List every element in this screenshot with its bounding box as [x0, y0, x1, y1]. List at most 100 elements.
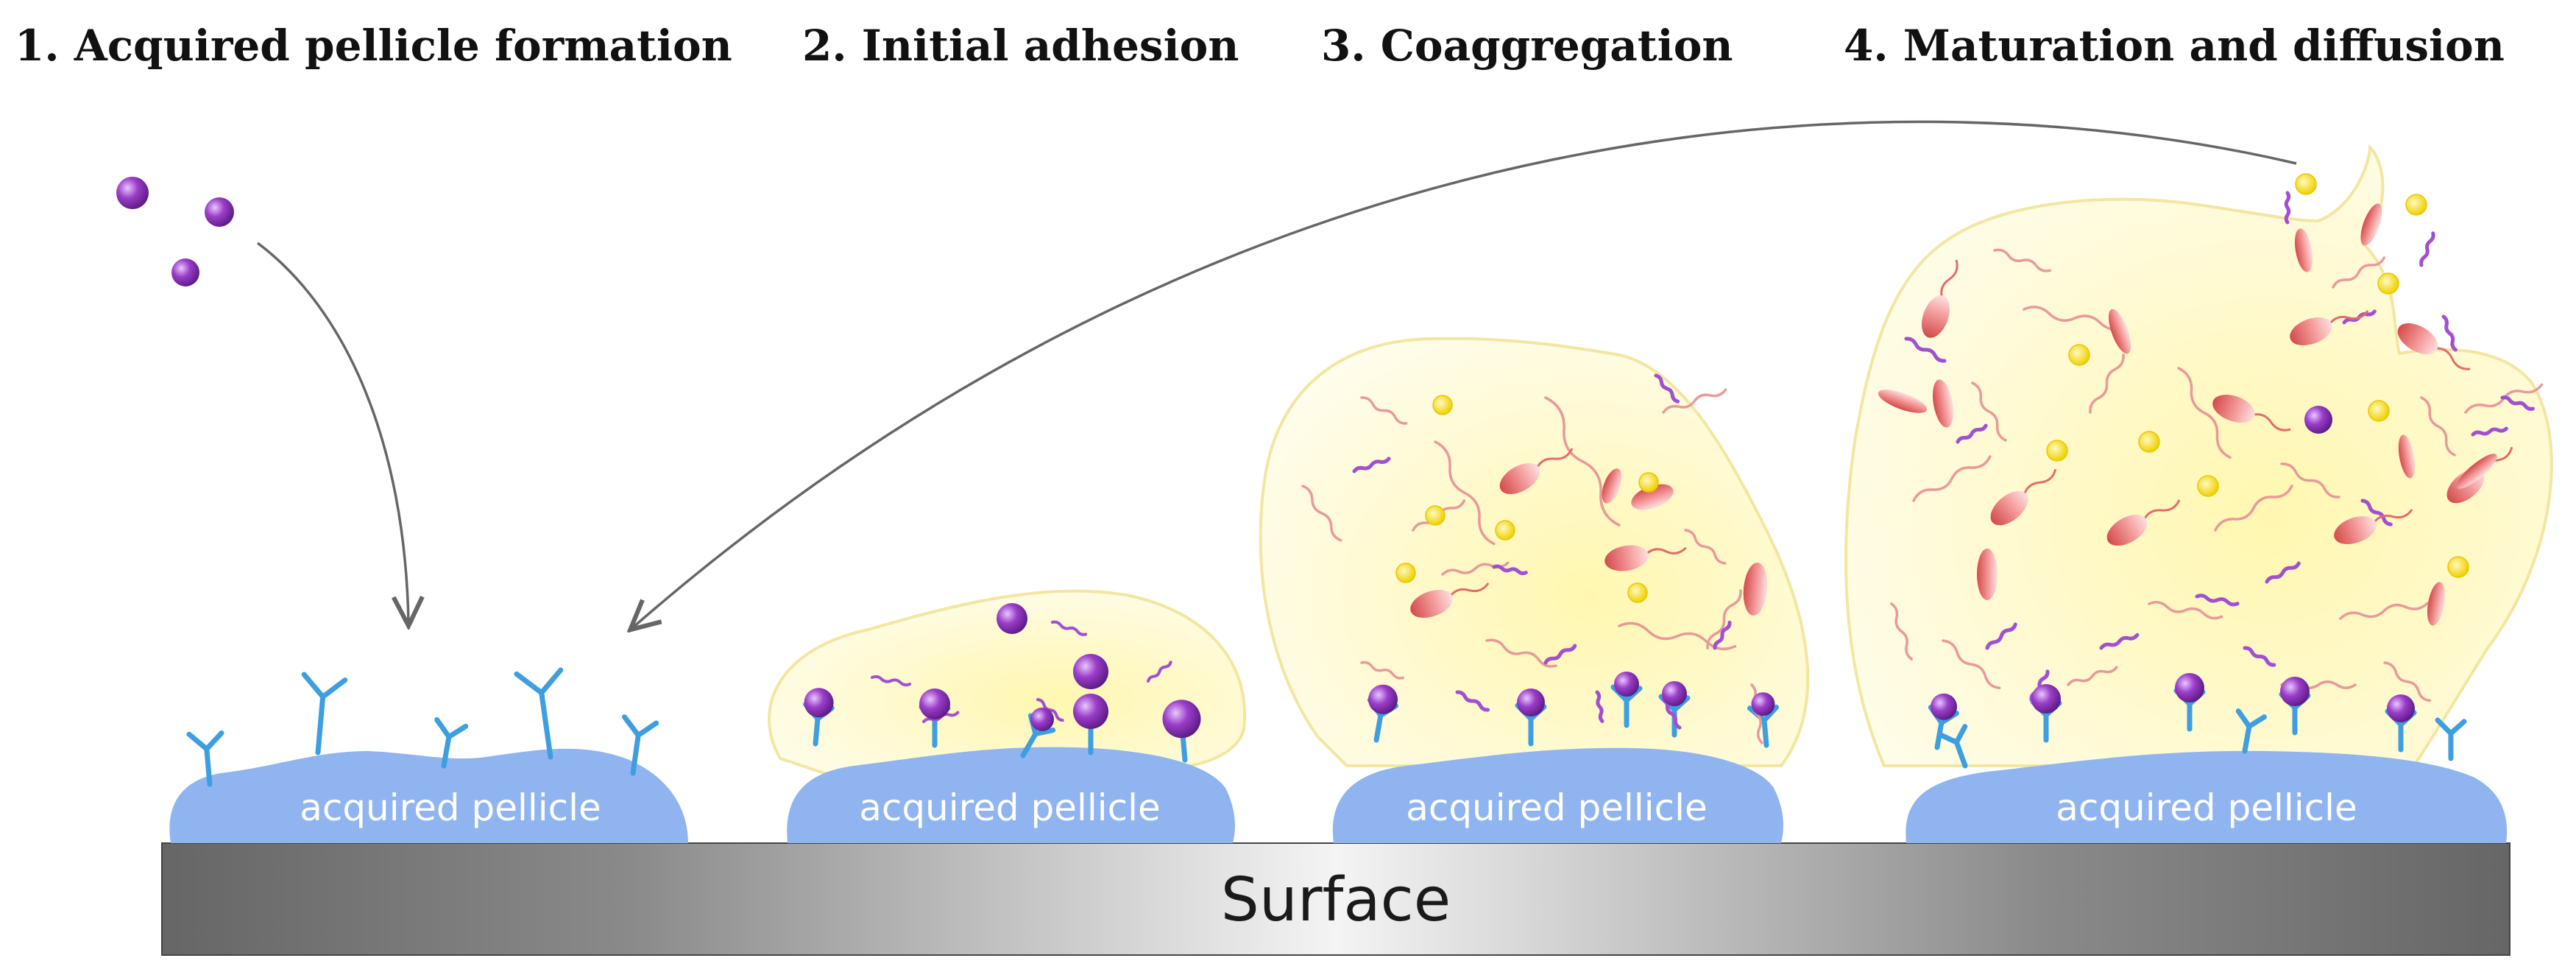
primary-colonizer-icon: [1931, 693, 1958, 720]
filament-bacterium-icon: [1301, 485, 1342, 542]
filament-bacterium-icon: [1434, 440, 1496, 546]
filament-bacterium-icon: [2177, 367, 2232, 459]
filament-bacterium-icon: [1985, 622, 2017, 650]
filament-bacterium-icon: [2089, 353, 2125, 414]
filament-bacterium-icon: [1662, 388, 1727, 414]
flagellated-bacterium-icon: [2106, 499, 2181, 546]
coccus-bacteria-layer: [1395, 173, 2469, 603]
filament-bacterium-icon: [2067, 666, 2118, 686]
coccus-icon: [1432, 395, 1453, 415]
stage-2-title: 2. Initial adhesion: [802, 21, 1239, 71]
flagellated-bacterium-icon: [1922, 259, 1958, 338]
flagellated-bacterium-icon: [1499, 448, 1574, 495]
pellicle-label-stage-2: acquired pellicle: [859, 786, 1161, 829]
filament-bacterium-icon: [2339, 602, 2429, 620]
primary-colonizer-icon: [2304, 406, 2332, 434]
coccus-icon: [2138, 431, 2160, 453]
rod-bacterium-icon: [2456, 454, 2497, 489]
receptor-icon: [2435, 717, 2467, 761]
filament-bacterium-icon: [1993, 248, 2051, 272]
rod-bacterium-icon: [2108, 309, 2131, 354]
rod-bacterium-icon: [1743, 563, 1768, 616]
filament-bacterium-icon: [2500, 395, 2535, 411]
filament-bacterium-icon: [1706, 589, 1742, 649]
flagellated-bacterium-icon: [1990, 468, 2057, 526]
filament-bacterium-icon: [1661, 697, 1682, 730]
primary-colonizer-icon: [804, 688, 834, 718]
filament-bacterium-icon: [1352, 457, 1391, 473]
filament-bacterium-icon: [1147, 661, 1172, 683]
pellicle-label-stage-4: acquired pellicle: [2056, 786, 2357, 829]
filament-bacterium-icon: [1890, 602, 1914, 661]
surface-label: Surface: [1221, 865, 1451, 935]
filament-bacterium-icon: [1492, 564, 1528, 576]
filament-bacterium-icon: [1904, 337, 1947, 363]
filament-bacterium-icon: [1543, 644, 1577, 665]
filament-bacterium-icon: [1595, 690, 1604, 723]
receptor-icon: [1936, 724, 1968, 769]
filament-bacterium-icon: [1713, 620, 1732, 650]
filament-bacterium-icon: [2280, 462, 2340, 499]
pellicle-stage-2: [787, 747, 1235, 843]
filament-bacterium-icon: [2265, 561, 2301, 584]
coccus-icon: [2447, 556, 2469, 578]
primary-colonizer-icon: [171, 258, 199, 286]
rod-bacteria-layer: [1410, 203, 2513, 626]
primary-colonizer-icon: [997, 603, 1027, 634]
filament-bacterium-icon: [1544, 396, 1621, 526]
coccus-icon: [2295, 173, 2317, 195]
coccus-icon: [1425, 505, 1446, 526]
flagellated-bacterium-icon: [2397, 323, 2471, 370]
pellicle-label-stage-3: acquired pellicle: [1406, 786, 1708, 829]
rod-bacterium-icon: [1878, 390, 1928, 413]
filament-bacterium-icon: [2148, 601, 2223, 620]
pellicle-stage-1: [169, 748, 688, 843]
filament-bacterium-icon: [1912, 455, 1992, 502]
pellicle-label-stage-1: acquired pellicle: [300, 786, 601, 829]
primary-colonizer-icon: [116, 177, 149, 209]
filament-bacterium-icon: [1485, 638, 1557, 668]
filament-bacterium-icon: [1971, 381, 2007, 442]
filament-bacterium-icon: [2420, 396, 2456, 457]
rod-bacterium-icon: [1602, 468, 1622, 504]
primary-colonizer-icon: [1030, 707, 1054, 731]
primary-colonizer-icon: [1662, 681, 1687, 706]
rod-bacterium-icon: [1977, 549, 1998, 600]
primary-colonizer-icon: [2175, 673, 2204, 702]
filament-bacterium-icon: [2214, 485, 2293, 532]
receptor-icon: [2235, 708, 2267, 754]
coccus-icon: [2046, 440, 2068, 462]
surface-slab: [161, 842, 2510, 956]
primary-colonizer-icon: [2031, 684, 2061, 714]
filament-bacterium-icon: [2284, 191, 2291, 225]
stage-3-title: 3. Coaggregation: [1321, 21, 1733, 71]
filament-bacterium-icon: [1654, 373, 1680, 404]
biofilm-matrix-stage-2: [768, 589, 1247, 775]
primary-colonizer-icon: [2280, 677, 2310, 706]
coccus-icon: [2197, 475, 2219, 497]
coccus-icon: [1495, 520, 1515, 540]
filament-bacterium-icon: [1956, 423, 1988, 444]
flagellated-bacterium-icon: [2334, 509, 2413, 544]
primary-colonizer-layer: [116, 177, 2415, 739]
flagellated-bacterium-icon: [2290, 310, 2369, 345]
filament-bacterium-icon: [1455, 690, 1490, 712]
coccus-icon: [2405, 194, 2427, 216]
coccus-icon: [2068, 344, 2090, 366]
primary-colonizer-icon: [1073, 694, 1108, 729]
primary-colonizer-icon: [1162, 700, 1201, 739]
rod-bacterium-icon: [2427, 582, 2446, 626]
stage-1-title: 1. Acquired pellicle formation: [15, 21, 732, 71]
primary-colonizer-icon: [2387, 694, 2415, 722]
filament-bacterium-icon: [2360, 499, 2393, 526]
filament-bacterium-icon: [1360, 661, 1405, 680]
filament-bacterium-icon: [2419, 231, 2435, 267]
filament-bacterium-icon: [2023, 306, 2127, 331]
filament-bacterium-icon: [2243, 646, 2276, 667]
flagellated-bacterium-icon: [1604, 545, 1687, 571]
rod-bacterium-icon: [2360, 203, 2382, 246]
receptor-icon: [434, 716, 469, 769]
primary-colonizer-icon: [1368, 684, 1398, 714]
receptor-icon: [514, 667, 564, 760]
